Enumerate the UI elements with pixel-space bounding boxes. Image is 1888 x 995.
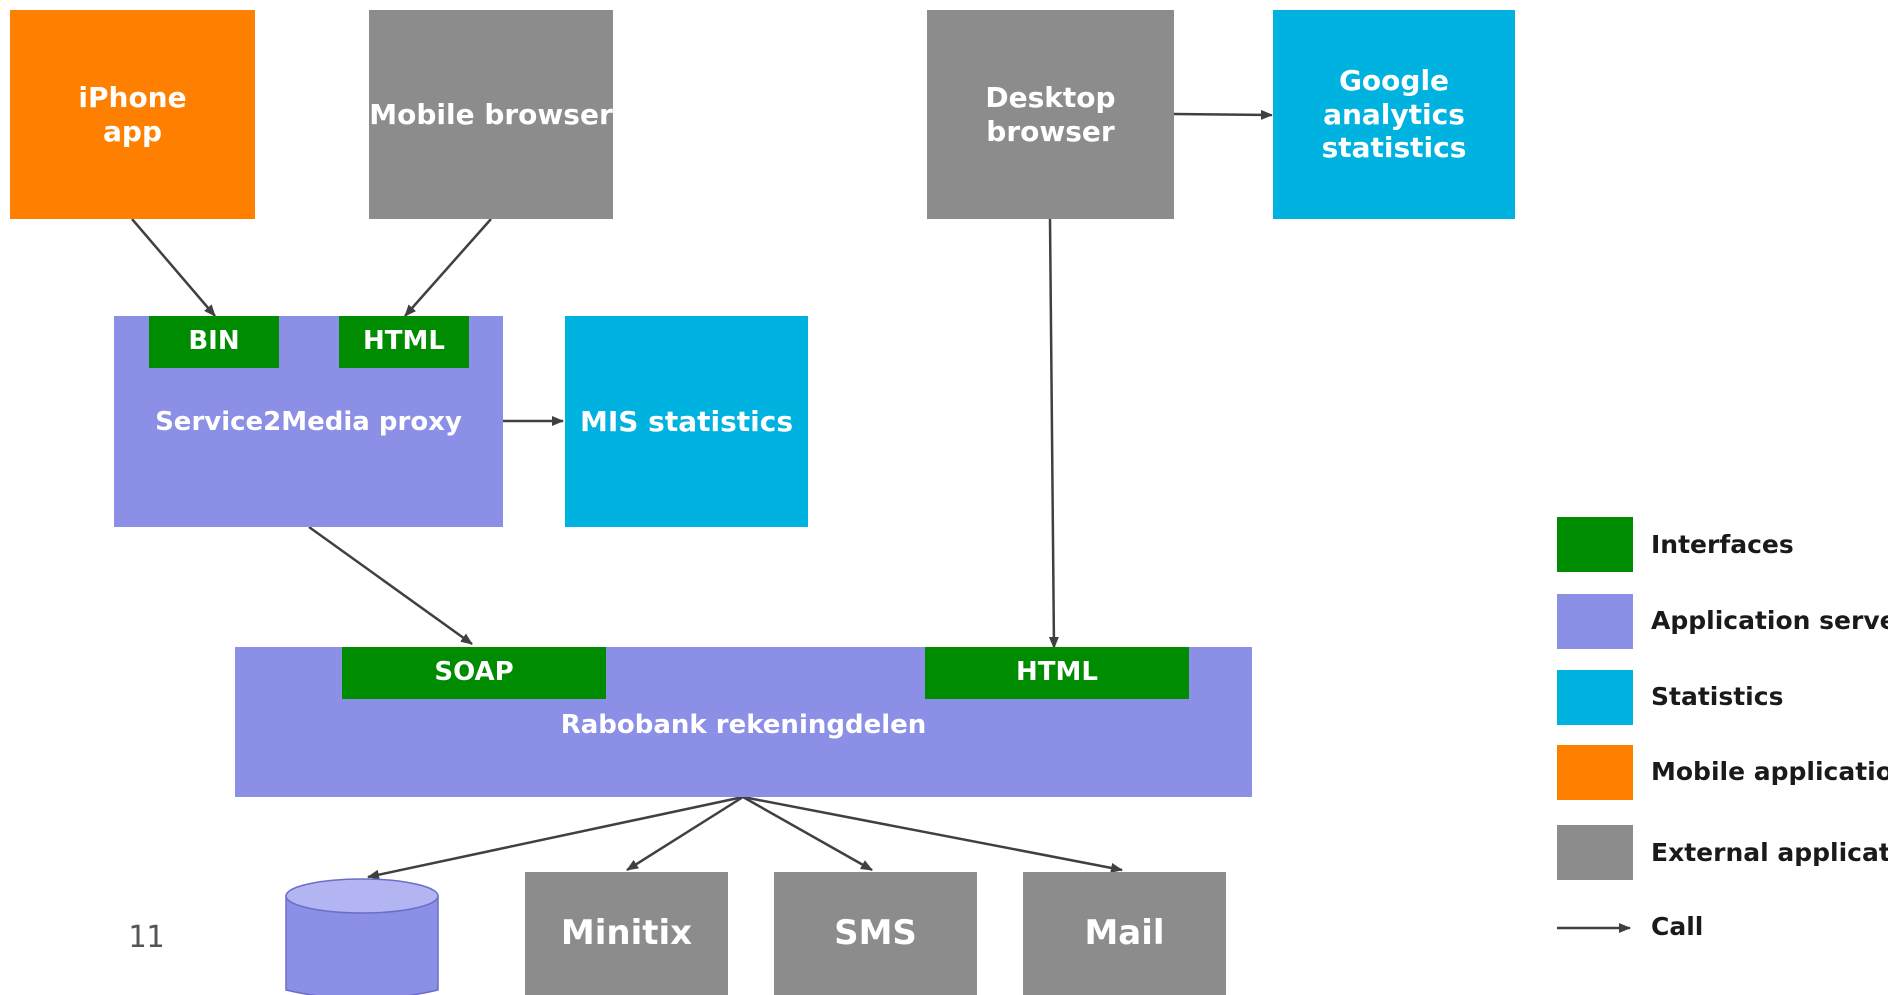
legend-label-external-application: External application xyxy=(1651,838,1888,867)
rabobank-label: Rabobank rekeningdelen xyxy=(560,710,927,740)
legend-label-mobile-application: Mobile application xyxy=(1651,757,1888,786)
arrow-proxy-to-soap xyxy=(308,525,473,646)
legend-swatch-mobile-application xyxy=(1557,745,1633,800)
desktop-browser-box: Desktop browser xyxy=(927,10,1174,219)
arrow-desktop-to-google xyxy=(1173,109,1273,120)
sms-box: SMS xyxy=(774,872,977,995)
html-interface-proxy: HTML xyxy=(339,316,469,368)
google-analytics-box: Google analytics statistics xyxy=(1273,10,1515,219)
arrow-rabobank-to-mail xyxy=(742,795,1123,873)
mail-box: Mail xyxy=(1023,872,1226,995)
html-interface-rabobank: HTML xyxy=(925,647,1189,699)
legend-label-interfaces: Interfaces xyxy=(1651,530,1794,559)
page-number: 11 xyxy=(128,920,165,955)
legend-swatch-external-application xyxy=(1557,825,1633,880)
iphone-app-box: iPhone app xyxy=(10,10,255,219)
mis-statistics-box: MIS statistics xyxy=(565,316,808,527)
legend-swatch-application-server xyxy=(1557,594,1633,649)
legend-swatch-interfaces xyxy=(1557,517,1633,572)
arrow-rabobank-to-db xyxy=(367,795,744,880)
arrow-desktop-to-html xyxy=(1048,218,1059,649)
legend-swatch-statistics xyxy=(1557,670,1633,725)
database-icon xyxy=(285,878,439,995)
arrow-rabobank-to-sms xyxy=(742,795,873,872)
arrow-iphone-to-bin xyxy=(131,218,216,317)
arrow-mobile-to-html xyxy=(404,218,492,317)
soap-interface: SOAP xyxy=(342,647,606,699)
minitix-box: Minitix xyxy=(525,872,728,995)
mobile-browser-box: Mobile browser xyxy=(369,10,613,219)
arrow-rabobank-to-minitix xyxy=(626,795,744,872)
legend-label-call: Call xyxy=(1651,912,1704,941)
legend-label-statistics: Statistics xyxy=(1651,682,1784,711)
service2media-proxy-label: Service2Media proxy xyxy=(155,407,462,437)
legend-label-application-server: Application server xyxy=(1651,606,1888,635)
bin-interface: BIN xyxy=(149,316,279,368)
